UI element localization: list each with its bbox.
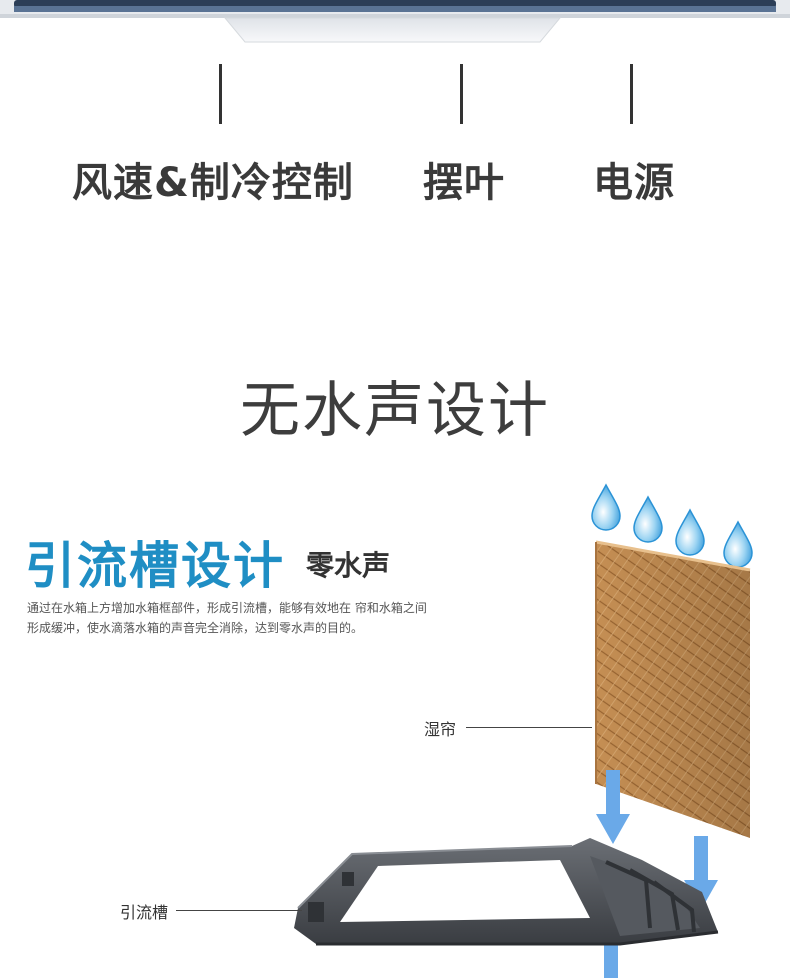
callout-line-power xyxy=(630,64,633,124)
water-drop-icon xyxy=(591,483,621,531)
diversion-channel-tray xyxy=(294,838,719,946)
callout-line-fan-cooling xyxy=(219,64,222,124)
wet-curtain-pad xyxy=(595,540,751,838)
feature-subtitle: 零水声 xyxy=(306,549,391,582)
label-fan-cooling-control: 风速&制冷控制 xyxy=(72,160,354,206)
feature-title: 引流槽设计 xyxy=(25,537,285,595)
label-diversion-channel: 引流槽 xyxy=(120,903,169,922)
device-top-panel xyxy=(0,0,790,43)
feature-description: 通过在水箱上方增加水箱框部件，形成引流槽，能够有效地在 帘和水箱之间形成缓冲，使… xyxy=(27,601,427,635)
water-drop-icon xyxy=(633,495,663,543)
leader-line-wet-curtain xyxy=(466,727,592,728)
water-flow-arrow-icon xyxy=(604,942,618,978)
water-drops-illustration xyxy=(591,483,753,568)
callout-line-swing xyxy=(460,64,463,124)
water-drop-icon xyxy=(675,508,705,556)
label-swing: 摆叶 xyxy=(423,160,505,206)
water-flow-arrow-icon xyxy=(596,770,630,844)
section-title: 无水声设计 xyxy=(240,376,550,446)
leader-line-diversion-channel xyxy=(176,910,302,911)
label-wet-curtain: 湿帘 xyxy=(424,720,457,739)
label-power: 电源 xyxy=(593,160,675,206)
